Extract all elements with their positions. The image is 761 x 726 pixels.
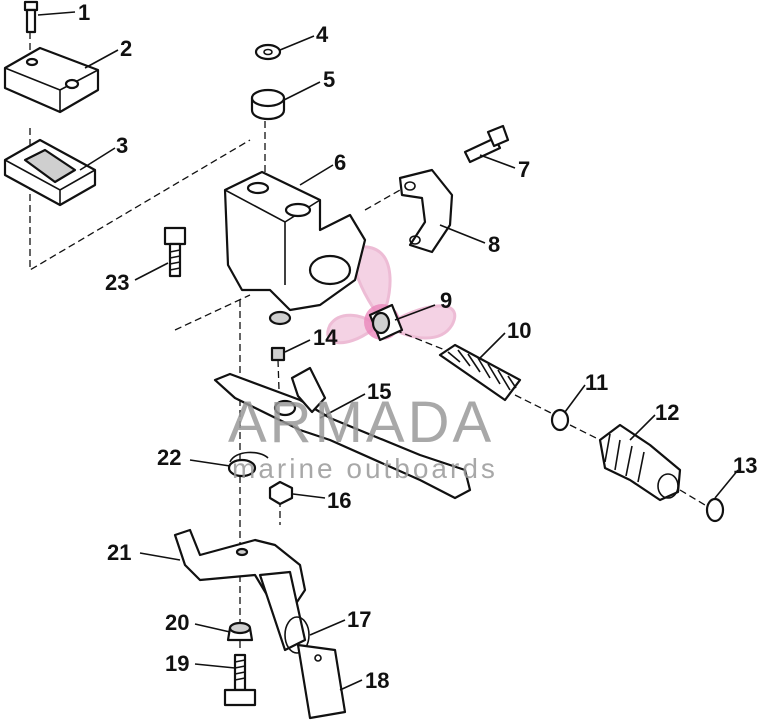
- piston-part: [368, 303, 404, 342]
- callout-8: 8: [488, 232, 500, 257]
- leader-lines: [37, 11, 739, 691]
- callout-23: 23: [105, 270, 129, 295]
- spring-part: [438, 343, 522, 402]
- bracket-part: [173, 528, 307, 652]
- pivot-bolt-part: [163, 226, 187, 278]
- callout-12: 12: [655, 400, 679, 425]
- screw-part: [23, 0, 39, 34]
- callout-7: 7: [518, 157, 530, 182]
- master-cylinder-part: [223, 170, 367, 326]
- small-nut-part: [270, 346, 286, 362]
- lever-nut-part: [268, 480, 294, 506]
- callout-6: 6: [334, 150, 346, 175]
- watermark-brand: ARMADA: [228, 390, 494, 455]
- callout-5: 5: [323, 67, 335, 92]
- callout-4: 4: [316, 22, 329, 47]
- callout-16: 16: [327, 488, 351, 513]
- boot-part: [598, 423, 682, 502]
- bracket-bolt-part: [223, 653, 257, 707]
- clamp-part: [398, 168, 454, 254]
- washer-part: [254, 43, 282, 61]
- small-washer-part: [550, 408, 570, 432]
- clip-ring-part: [284, 616, 310, 654]
- watermark: ARMADA marine outboards: [228, 390, 498, 484]
- callout-22: 22: [157, 445, 181, 470]
- callout-20: 20: [165, 610, 189, 635]
- callout-1: 1: [78, 0, 90, 25]
- callout-2: 2: [120, 36, 132, 61]
- watermark-tagline: marine outboards: [232, 453, 498, 484]
- callout-14: 14: [313, 325, 338, 350]
- callout-19: 19: [165, 651, 189, 676]
- callout-17: 17: [347, 607, 371, 632]
- callout-21: 21: [107, 540, 131, 565]
- callout-labels: 1 2 3 4 5 6 7 8 9 10 11 12 13 14 15 16 1…: [78, 0, 757, 693]
- reservoir-cover-part: [3, 46, 100, 114]
- callout-11: 11: [585, 370, 608, 395]
- torsion-spring-part: [227, 451, 269, 478]
- callout-13: 13: [733, 453, 757, 478]
- callout-10: 10: [507, 318, 531, 343]
- callout-15: 15: [367, 379, 391, 404]
- callout-9: 9: [440, 288, 452, 313]
- bushing-part: [250, 88, 286, 121]
- o-ring-part: [705, 497, 725, 523]
- lock-nut-part: [226, 621, 254, 642]
- diaphragm-part: [3, 138, 97, 207]
- callout-3: 3: [116, 133, 128, 158]
- callout-18: 18: [365, 668, 389, 693]
- brake-lever-part: [213, 366, 472, 500]
- clamp-bolt-part: [463, 124, 510, 164]
- tag-part: [296, 643, 347, 720]
